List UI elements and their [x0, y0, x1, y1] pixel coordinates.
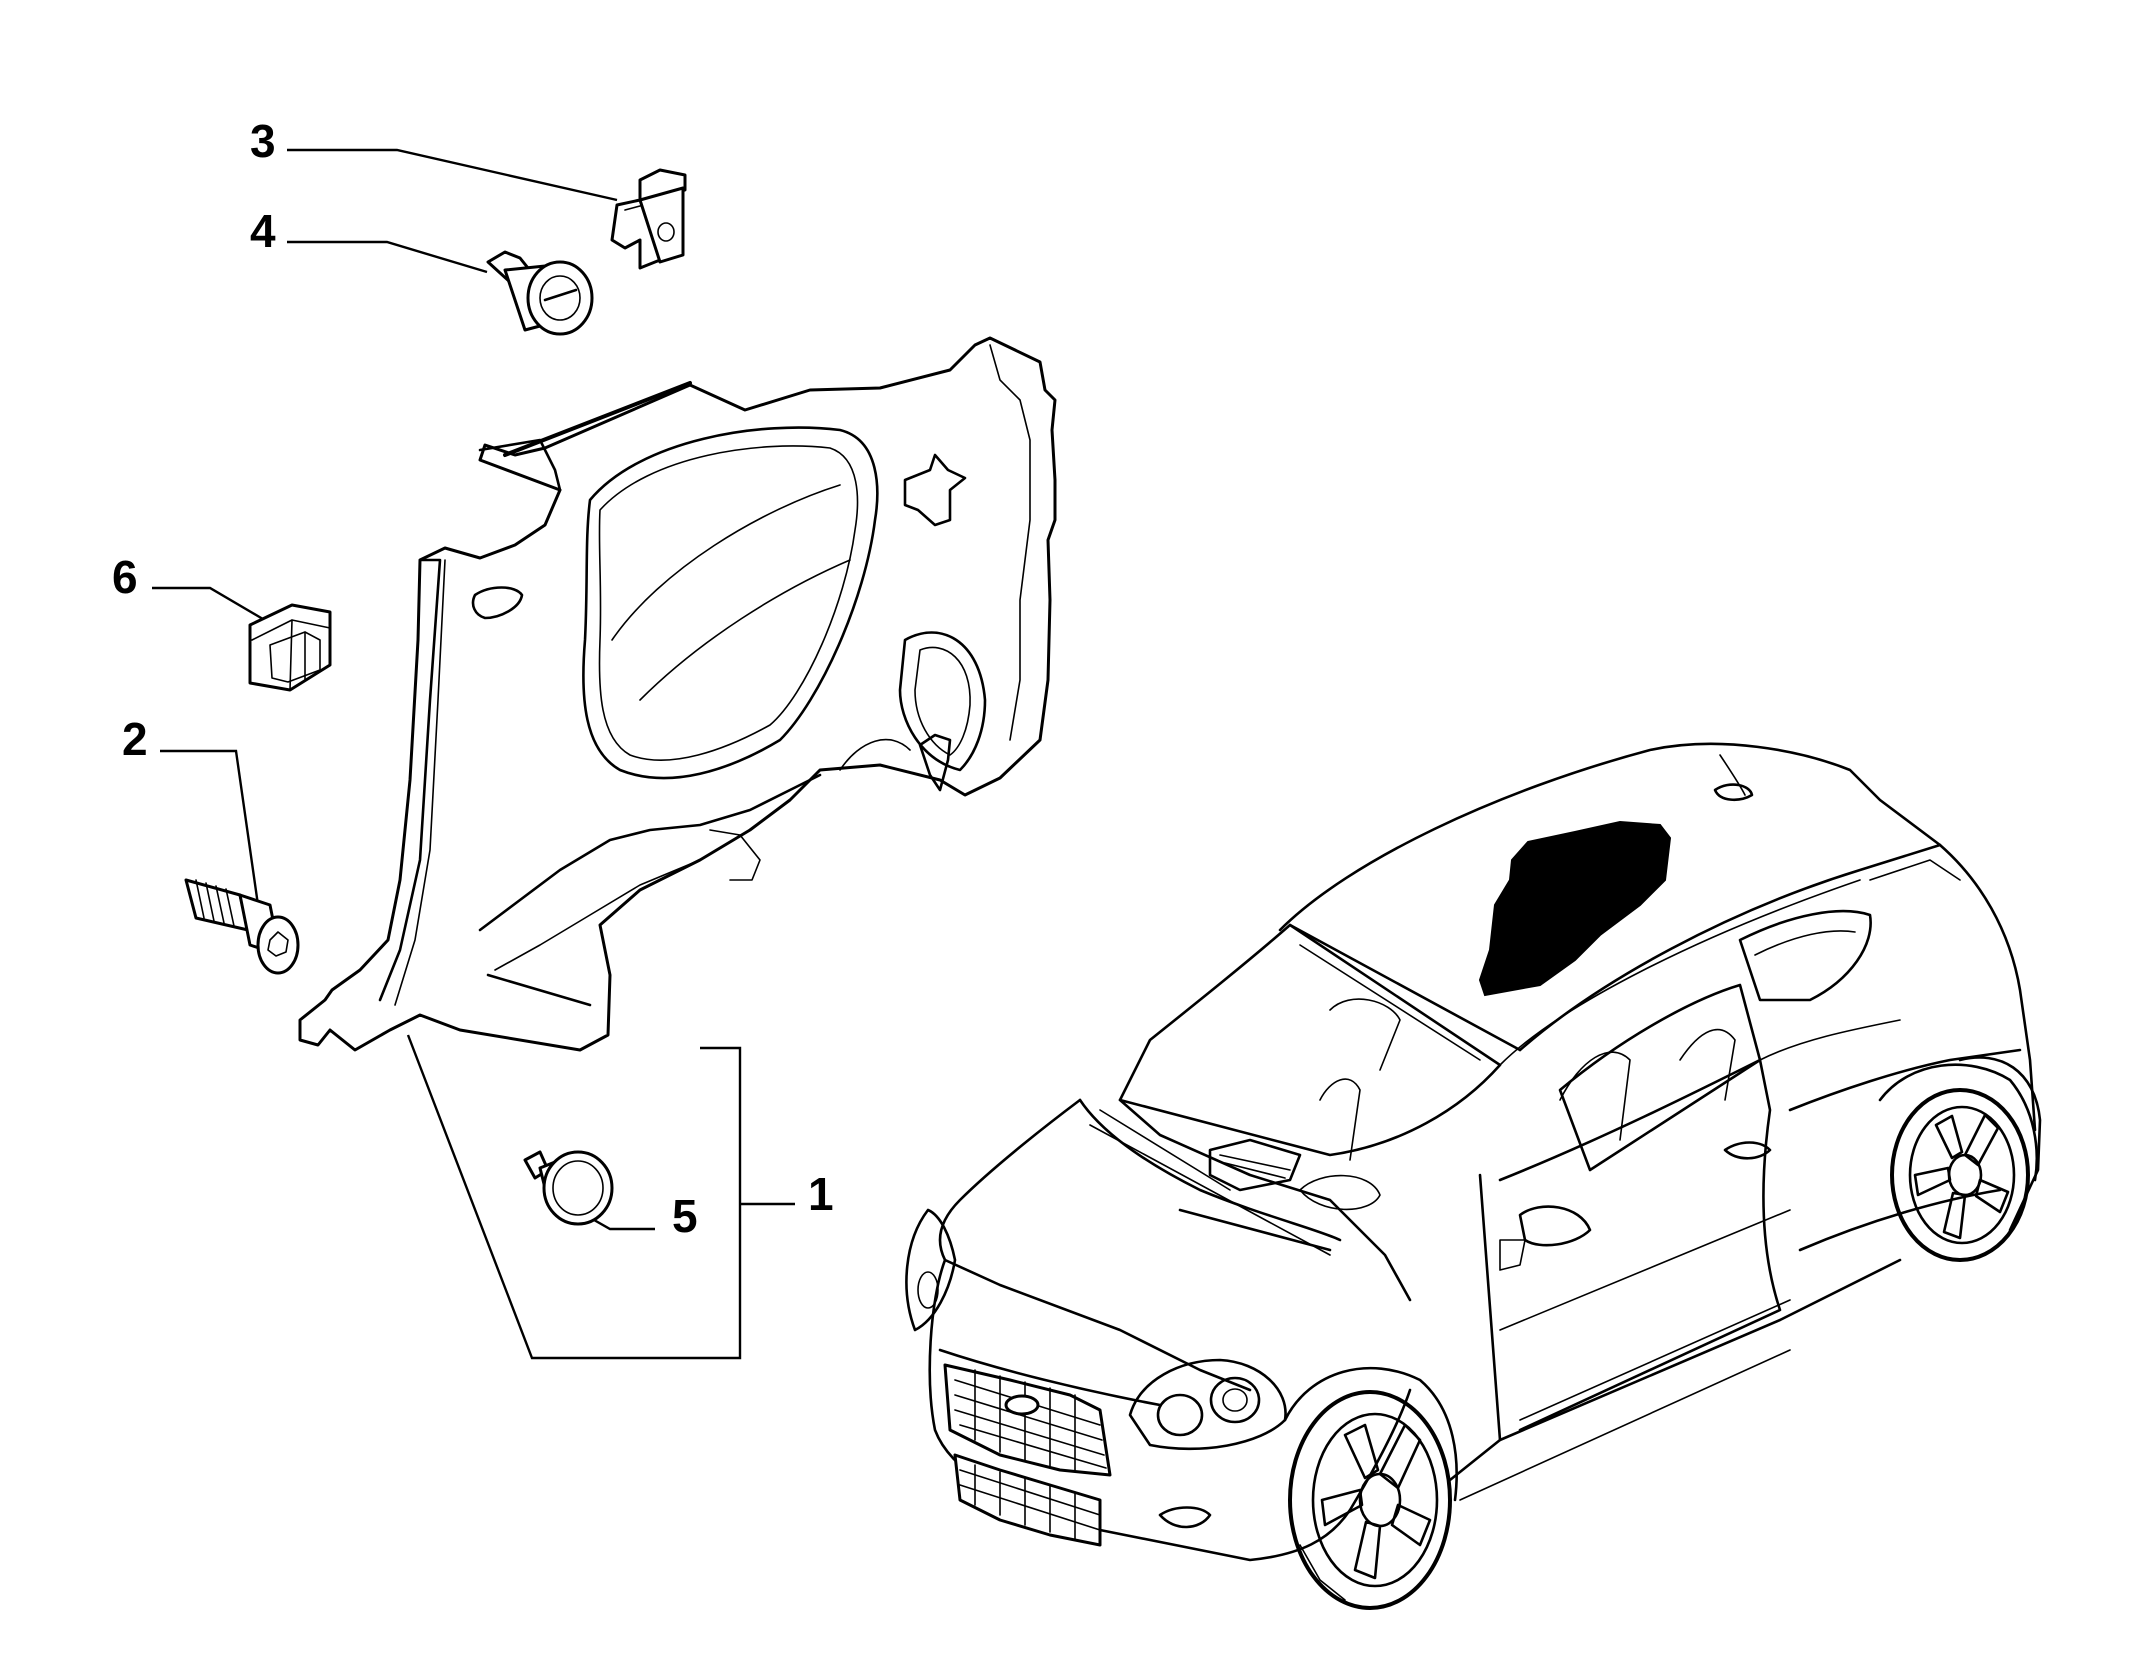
callout-6: 6: [112, 551, 138, 603]
bolt-part-2: [184, 878, 300, 975]
push-rivet-part-5: [523, 1150, 614, 1226]
leader-lines: [152, 148, 795, 1360]
side-trim-panel-part-1: [298, 336, 1057, 1052]
bracket-clip-part-3: [610, 168, 687, 270]
leader-1-bracket: [406, 1034, 742, 1360]
callout-1: 1: [808, 1168, 834, 1220]
callout-5: 5: [672, 1190, 698, 1242]
rear-wheel: [1890, 1088, 2030, 1262]
push-pin-part-4: [486, 250, 594, 336]
leader-6: [152, 586, 269, 624]
front-wheel: [1288, 1390, 1452, 1610]
callout-2: 2: [122, 713, 148, 765]
callout-4: 4: [250, 205, 276, 257]
leader-4: [287, 240, 488, 274]
car-illustration: [905, 742, 2042, 1610]
leader-2: [160, 749, 260, 906]
clip-part-6: [248, 603, 332, 692]
leader-3: [287, 148, 618, 202]
callout-3: 3: [250, 115, 276, 167]
highlighted-trim-location: [1478, 820, 1672, 997]
